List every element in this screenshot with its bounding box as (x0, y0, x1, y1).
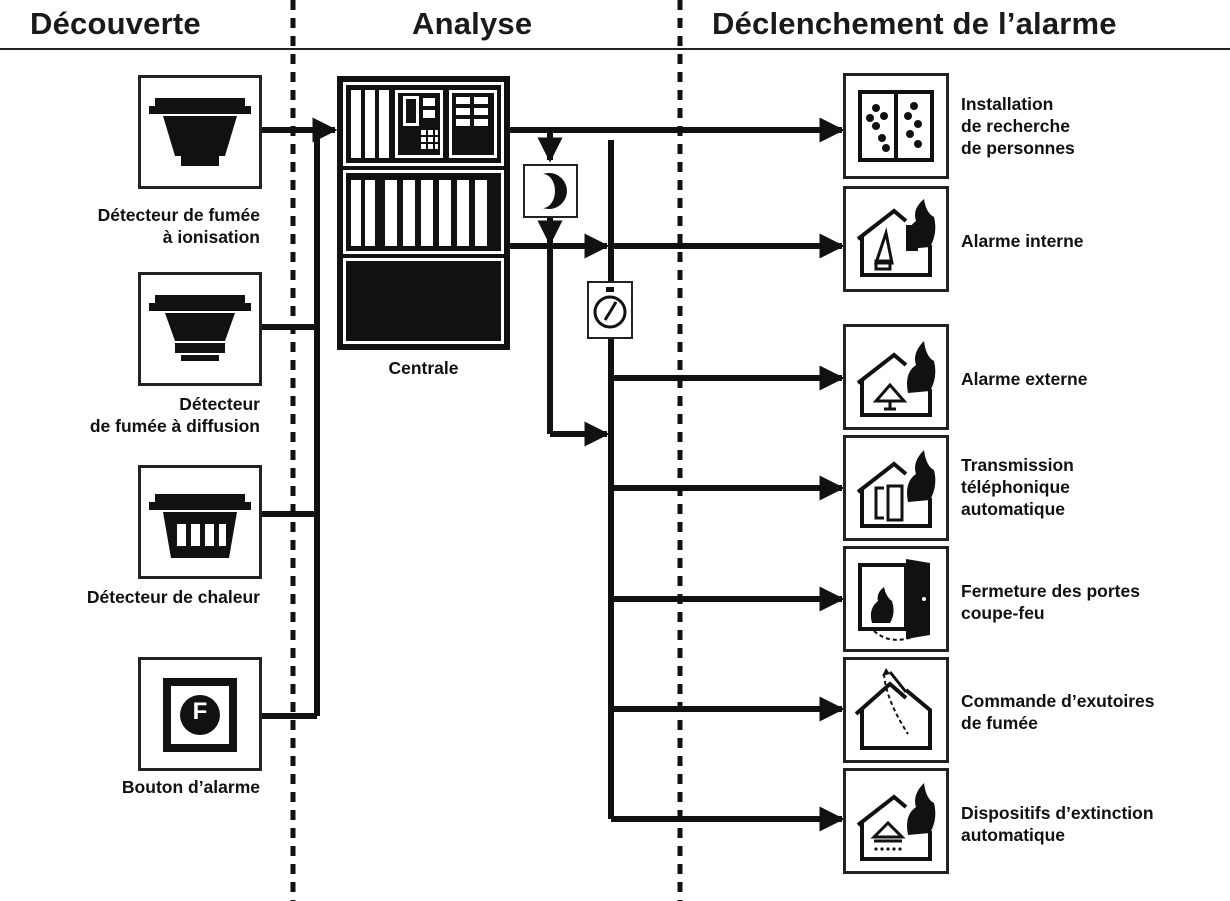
control-panel-label: Centrale (388, 358, 459, 378)
ionization-smoke-detector-icon (149, 98, 251, 166)
internal-alarm-icon (856, 199, 936, 277)
output-phone-box (843, 435, 949, 541)
header-trigger: Déclenchement de l’alarme (712, 6, 1117, 41)
stopwatch-icon (593, 287, 627, 329)
fire-door-icon (858, 559, 930, 641)
night-mode-box (523, 164, 578, 218)
header-analysis: Analyse (412, 6, 533, 41)
detector-wiring (260, 117, 338, 719)
output-smoke-vent-box (843, 657, 949, 763)
output-external-alarm-label: Alarme externe (961, 369, 1088, 389)
alarm-button-label: Bouton d’alarme (121, 777, 260, 797)
moon-icon (543, 173, 567, 209)
alarm-button-icon (163, 678, 237, 752)
external-alarm-icon (856, 341, 936, 417)
sprinkler-icon (856, 783, 936, 861)
output-fire-door-box (843, 546, 949, 652)
output-pager-box (843, 73, 949, 179)
header-rule (0, 48, 1230, 50)
delay-box (587, 281, 633, 339)
output-internal-alarm-label: Alarme interne (961, 231, 1084, 251)
detector-heat-box (138, 465, 262, 579)
phone-transmission-icon (856, 450, 936, 528)
alarm-button-letter: F (192, 698, 208, 725)
pager-icon (858, 90, 934, 162)
smoke-vent-icon (854, 668, 932, 750)
output-wiring (510, 117, 845, 832)
output-external-alarm-box (843, 324, 949, 430)
control-panel (337, 76, 510, 350)
header-discovery: Découverte (30, 6, 201, 41)
detector-ionization-box (138, 75, 262, 189)
output-sprinkler-box (843, 768, 949, 874)
optical-smoke-detector-icon (149, 295, 251, 361)
detector-heat-label: Détecteur de chaleur (86, 587, 260, 607)
control-panel-icon (343, 82, 504, 344)
heat-detector-icon (149, 494, 251, 558)
output-internal-alarm-box (843, 186, 949, 292)
alarm-button-box: F (138, 657, 262, 771)
detector-optical-box (138, 272, 262, 386)
